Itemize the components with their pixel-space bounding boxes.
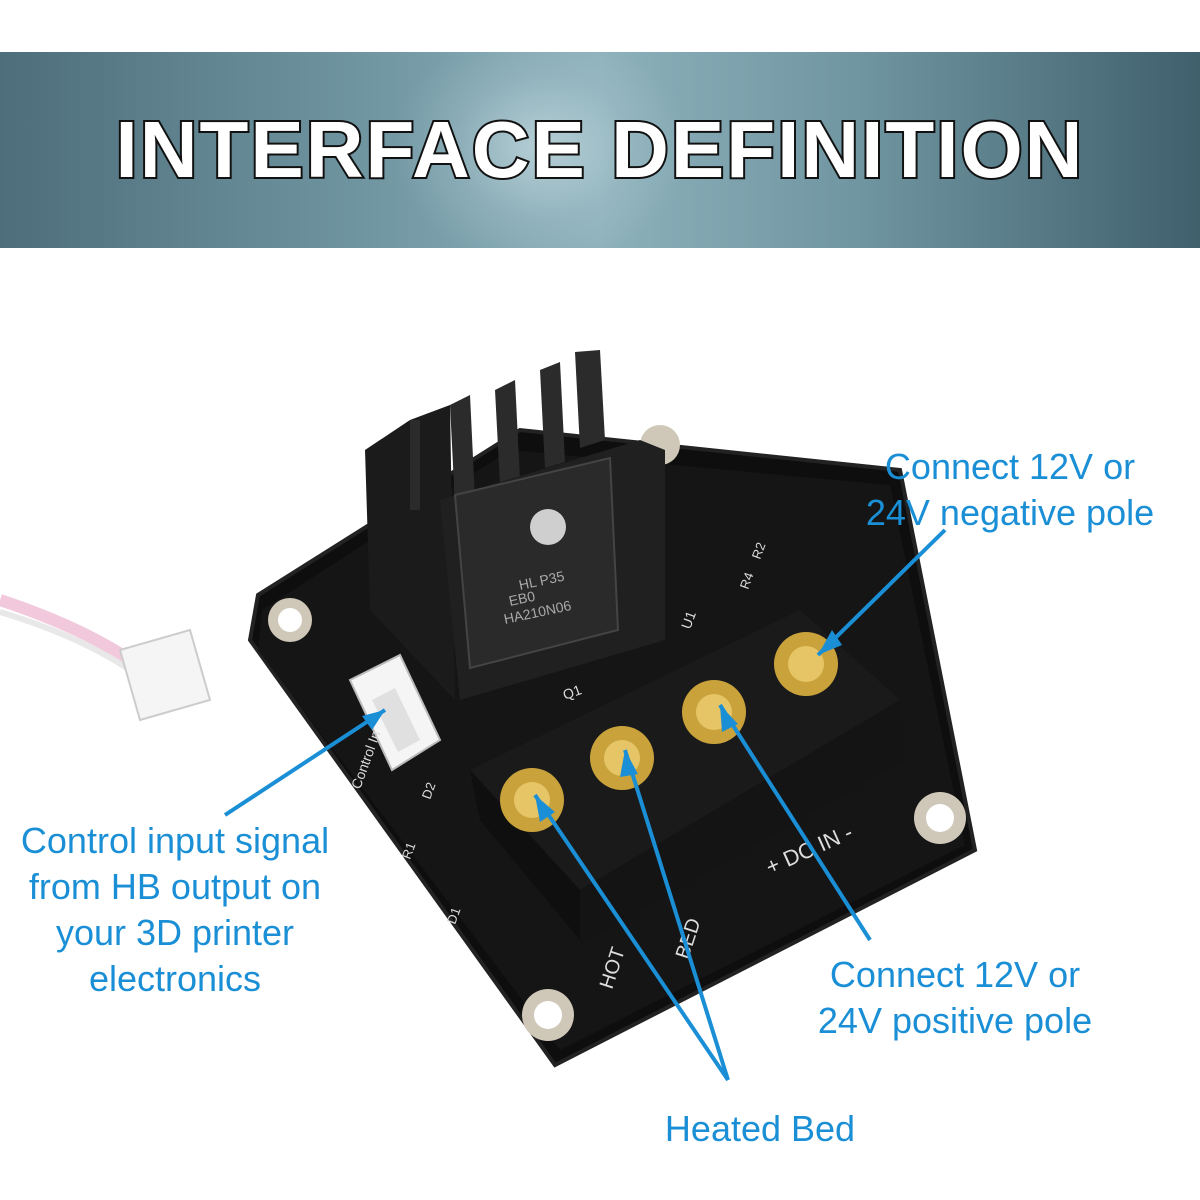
negative-pole-callout-line-1: Connect 12V or (884, 446, 1136, 487)
silk-d2: D2 (419, 780, 439, 801)
silk-r2: R2 (749, 540, 769, 561)
heated-bed-callout: Heated Bed (640, 1106, 880, 1152)
heated-bed-arrow-2 (623, 749, 730, 1081)
negative-pole-callout-line-2: 24V negative pole (865, 492, 1155, 533)
mosfet-chip: HL P35 EB0 HA210N06 (453, 456, 620, 670)
positive-pole-callout: Connect 12V or 24V positive pole (790, 952, 1120, 1044)
positive-pole-callout-line-2: 24V positive pole (817, 1000, 1093, 1041)
silk-d1: D1 (444, 905, 464, 926)
silk-r4: R4 (737, 570, 757, 591)
negative-pole-callout: Connect 12V or 24V negative pole (840, 444, 1180, 536)
silk-u1: U1 (678, 609, 699, 631)
callout-arrows (223, 528, 947, 1082)
control-input-arrow (223, 708, 387, 817)
negative-pole-arrow (816, 528, 947, 657)
heated-bed-callout-text: Heated Bed (664, 1108, 856, 1149)
control-callout-line-1: Control input signal (20, 820, 330, 861)
positive-pole-arrow (718, 703, 872, 942)
positive-pole-callout-line-1: Connect 12V or (829, 954, 1081, 995)
banner-background-photo (400, 52, 680, 248)
silk-r1: R1 (399, 840, 419, 861)
control-callout-line-3: your 3D printer (55, 912, 295, 953)
heated-bed-arrow-1 (533, 793, 730, 1082)
control-input-callout: Control input signal from HB output on y… (0, 818, 350, 1002)
chip-marking-2: EB0 (507, 588, 536, 609)
control-callout-line-2: from HB output on (28, 866, 322, 907)
jst-connector (348, 653, 442, 772)
control-cable (0, 594, 212, 722)
silk-q1: Q1 (561, 681, 584, 702)
banner: INTERFACE DEFINITION (0, 52, 1200, 248)
arrow-heads (362, 630, 842, 822)
banner-title: INTERFACE DEFINITION (114, 103, 1085, 196)
control-callout-line-4: electronics (88, 958, 262, 999)
